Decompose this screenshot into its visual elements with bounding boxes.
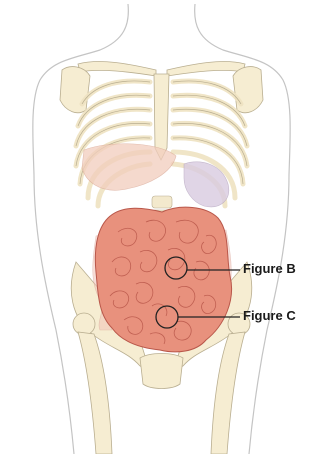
liver xyxy=(82,144,176,191)
figure-c-label: Figure C xyxy=(243,308,296,323)
figure-b-label: Figure B xyxy=(243,261,296,276)
small-intestine xyxy=(95,207,231,352)
